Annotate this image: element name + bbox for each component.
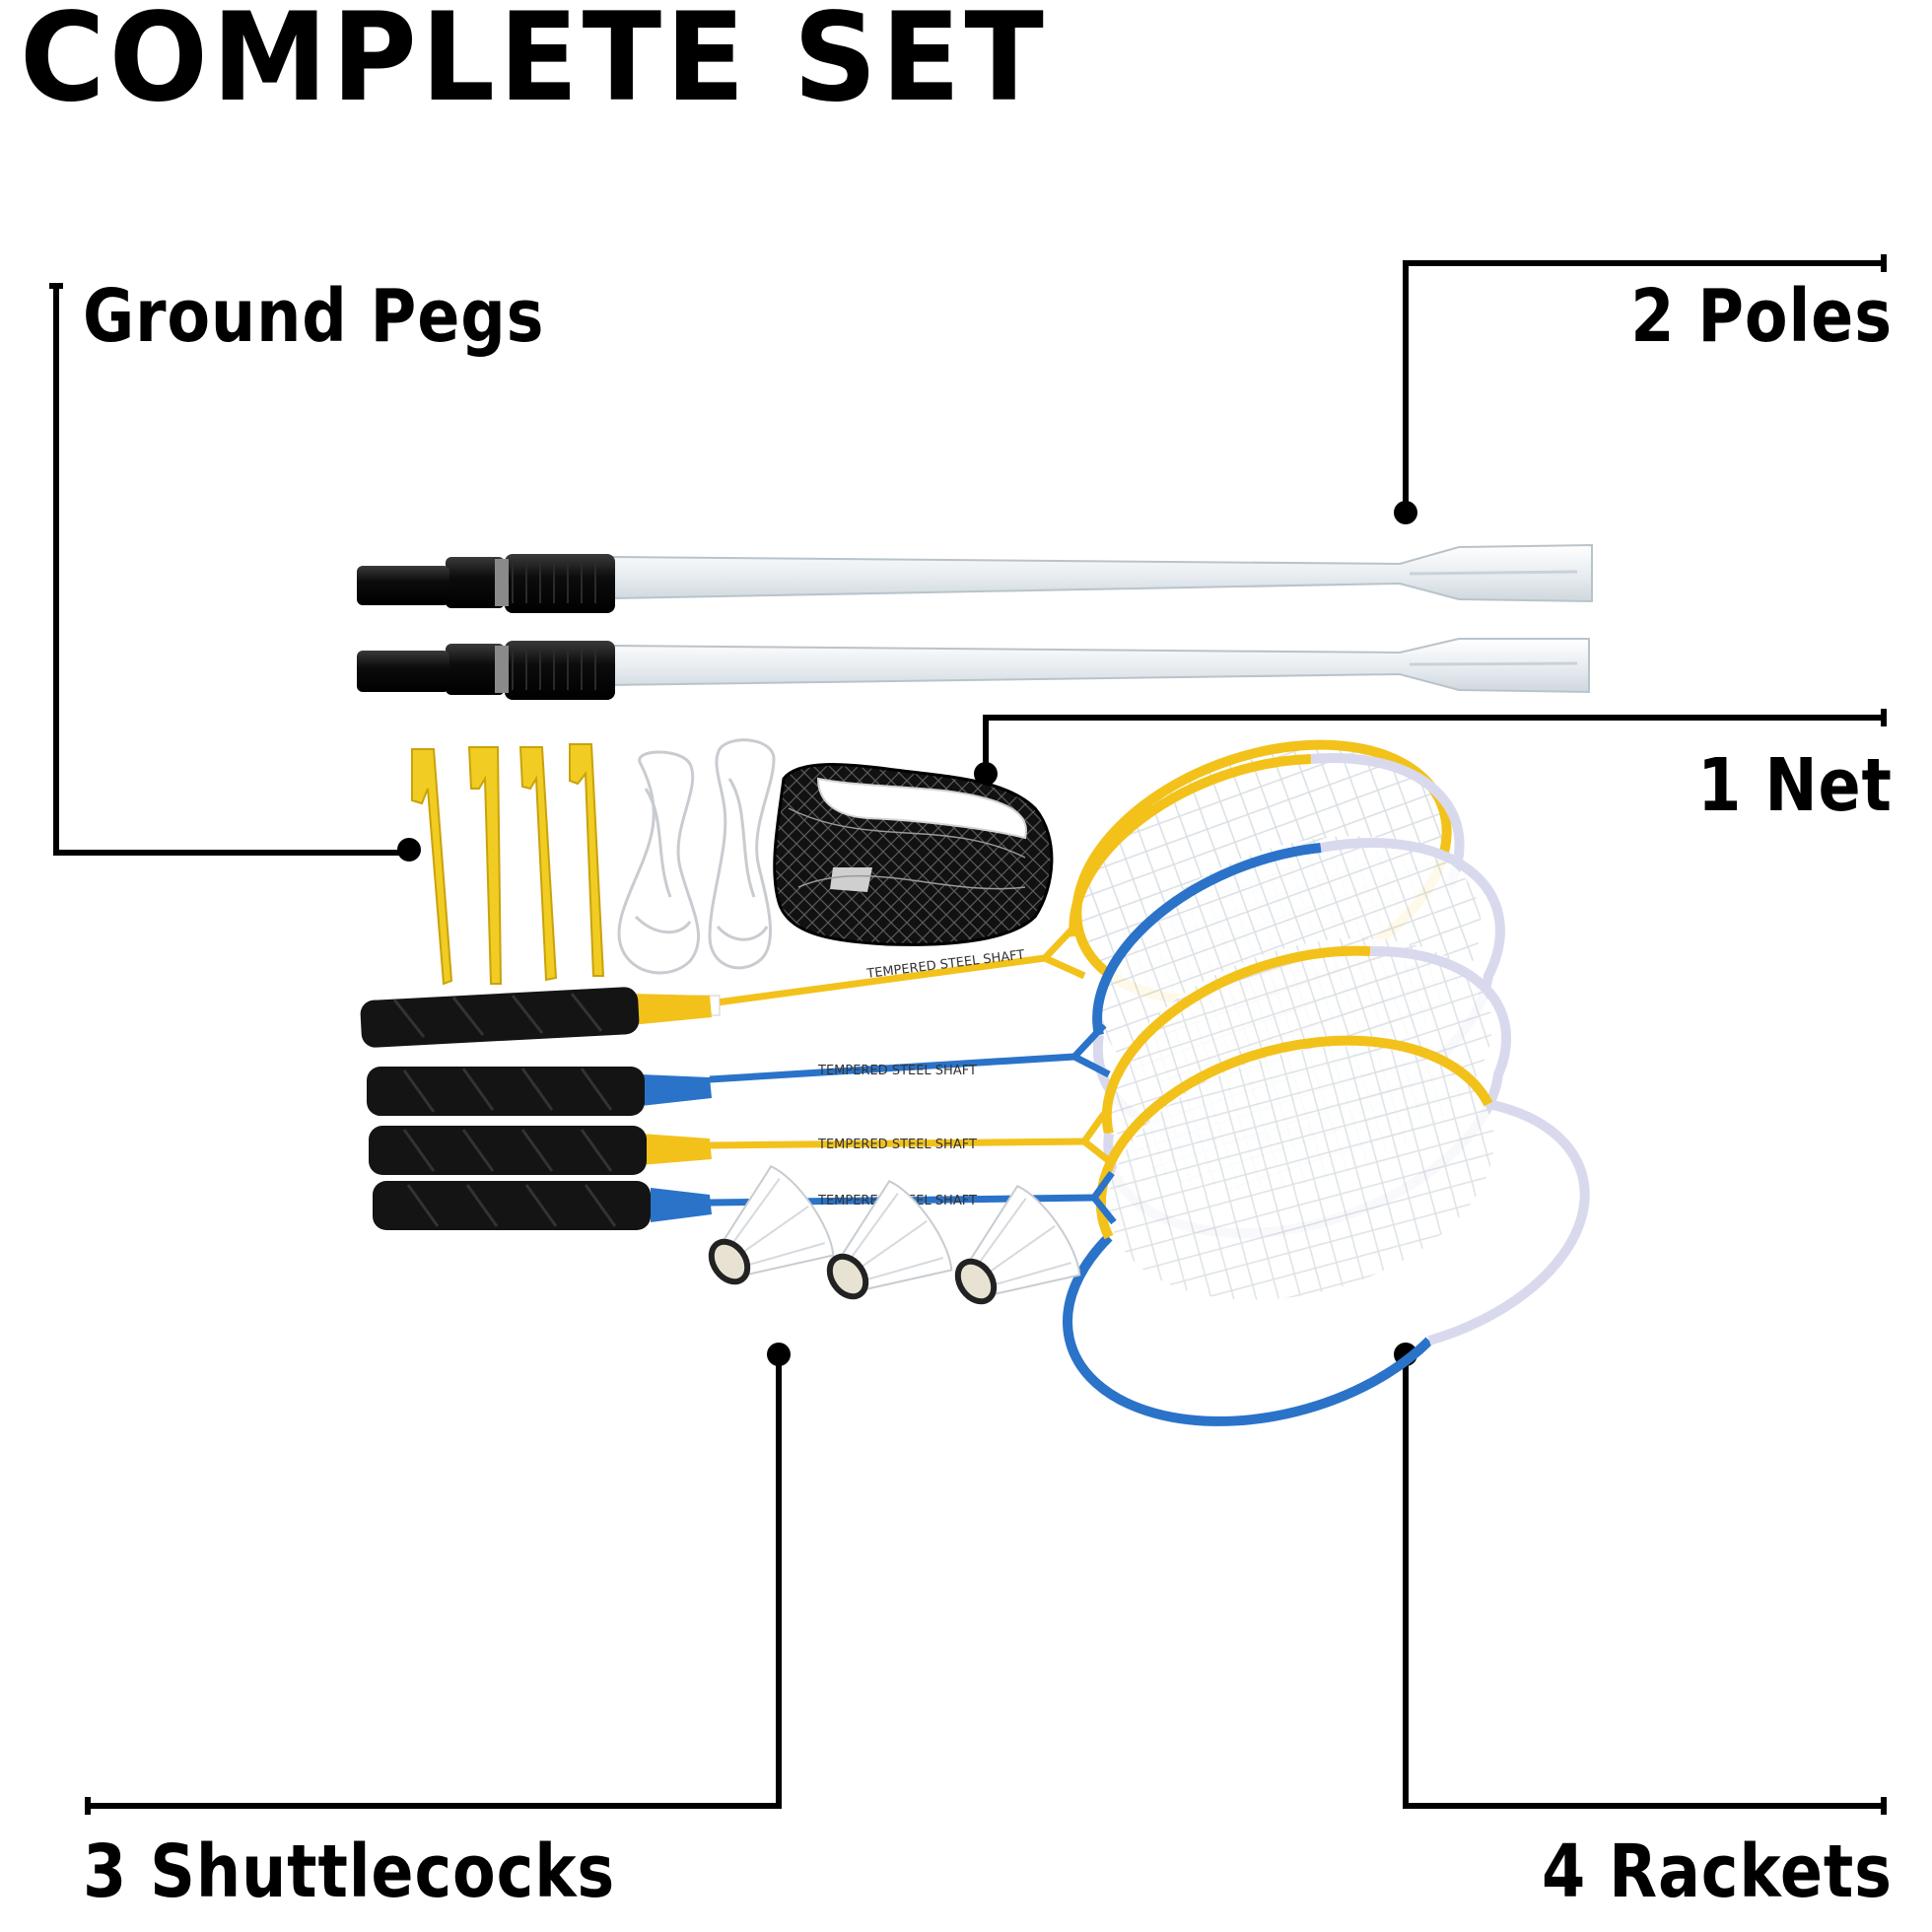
ground-peg-1 (411, 748, 453, 986)
label-ground-pegs: Ground Pegs (83, 274, 545, 359)
poles (357, 543, 1593, 700)
callout-line-shuttlecocks (88, 1355, 782, 1809)
racket-2-shaft-text: TEMPERED STEEL SHAFT (817, 1064, 977, 1078)
shuttlecock-3 (954, 1185, 1081, 1305)
callout-line-net (983, 715, 1884, 774)
callout-line-rackets (1403, 1355, 1884, 1809)
shuttlecock-2 (826, 1180, 953, 1300)
net-bundle (773, 763, 1054, 946)
callout-lines (49, 254, 1887, 1815)
ground-pegs (411, 743, 605, 986)
racket-1-shaft-text: TEMPERED STEEL SHAFT (865, 947, 1026, 982)
page-title: COMPLETE SET (20, 0, 1048, 129)
racket-3-shaft-text: TEMPERED STEEL SHAFT (817, 1138, 977, 1152)
pole-2 (357, 638, 1590, 700)
label-rackets: 4 Rackets (1542, 1829, 1893, 1914)
shuttlecocks (708, 1165, 1081, 1305)
rope-bundles (617, 738, 776, 975)
label-net: 1 Net (1697, 743, 1893, 828)
rope-bundle-2 (708, 738, 776, 970)
callout-line-poles (1403, 260, 1884, 513)
rope-bundle-1 (617, 750, 700, 975)
label-poles: 2 Poles (1630, 274, 1893, 359)
ground-peg-2 (467, 746, 503, 985)
ground-peg-4 (569, 743, 605, 977)
rackets: TEMPERED STEEL SHAFT TEMPERED STEEL SHAF… (360, 739, 1590, 1426)
callout-line-ground-pegs (53, 286, 409, 856)
pole-1 (357, 543, 1593, 613)
label-shuttlecocks: 3 Shuttlecocks (83, 1829, 616, 1914)
racket-4: TEMPERED STEEL SHAFT (373, 1035, 1590, 1426)
ground-peg-3 (518, 746, 558, 982)
shuttlecock-1 (708, 1165, 835, 1285)
